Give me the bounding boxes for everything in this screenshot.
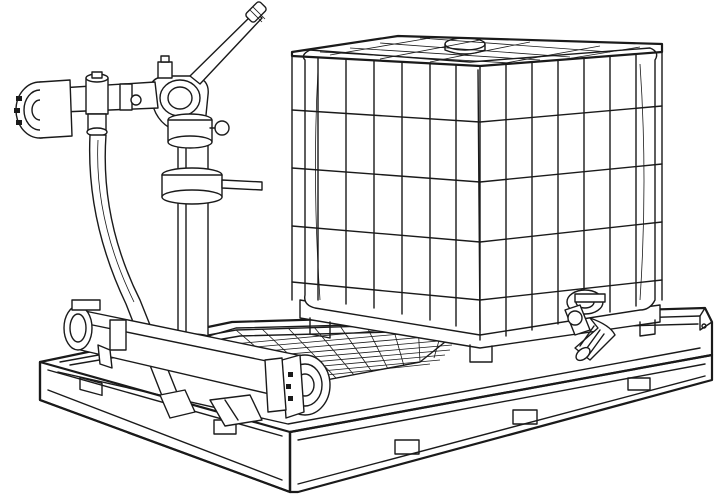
end-coupling xyxy=(264,354,331,419)
outlet-hose xyxy=(574,317,616,362)
discharge-coupling xyxy=(14,71,159,139)
cage-frame xyxy=(290,34,664,341)
hand-pump xyxy=(149,55,230,149)
inlet-pipe xyxy=(161,139,263,347)
fork-pockets xyxy=(79,376,651,455)
tote-outlet-valve xyxy=(564,289,606,336)
pump-handle xyxy=(189,1,267,85)
suction-hose xyxy=(88,134,263,427)
